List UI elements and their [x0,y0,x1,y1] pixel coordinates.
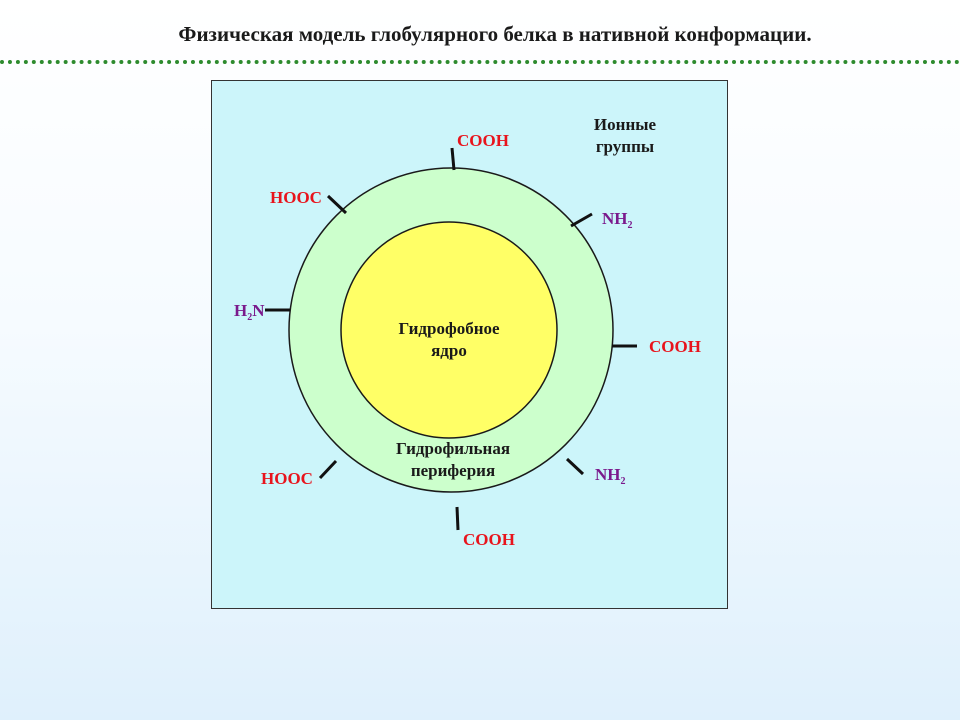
nh2-upper-right-label: NH2 [602,209,633,232]
hydrophilic-periphery-label: Гидрофильная периферия [395,439,511,480]
hooc-upper-left-label: HOOC [270,188,322,207]
hooc-lower-left-label: HOOC [261,469,313,488]
cooh-bottom-label: COOH [463,530,515,549]
bond-nh2-lower-right [565,457,585,476]
bond-hooc-lower-left [318,459,338,480]
cooh-top-label: COOH [457,131,509,150]
slide-title: Физическая модель глобулярного белка в н… [178,22,812,46]
hydrophobic-core-label: Гидрофобное ядро [398,319,500,360]
bond-cooh-top [450,147,456,171]
bond-cooh-bottom [455,506,460,531]
title-divider [0,60,960,64]
ionic-groups-label: Ионные группы [593,115,657,156]
hydrophobic-core-circle [340,221,558,439]
h2n-left-label: H2N [234,301,265,324]
cooh-right-label: COOH [649,337,701,356]
bond-nh2-upper-right [570,212,593,228]
nh2-lower-right-label: NH2 [595,465,626,488]
bond-hooc-upper-left [326,194,348,215]
